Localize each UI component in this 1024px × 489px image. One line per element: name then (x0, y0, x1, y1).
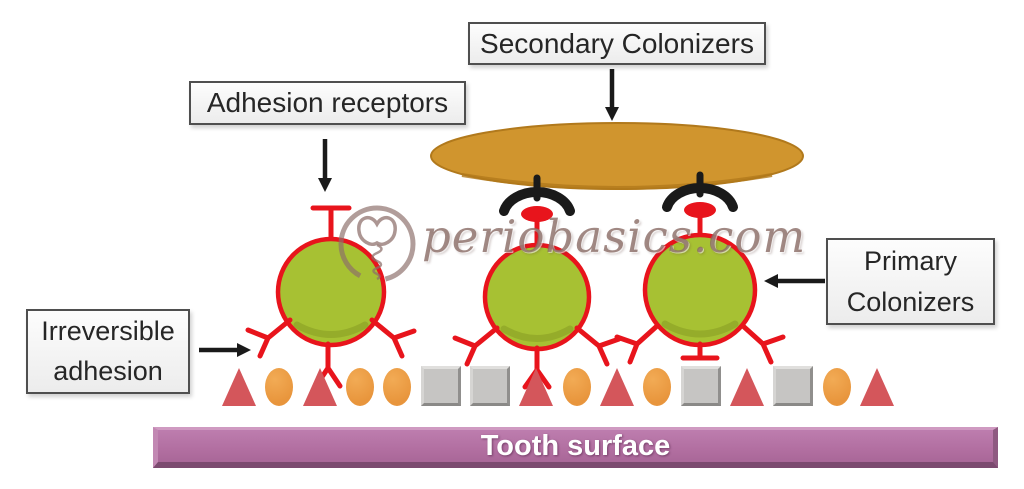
orange-ellipse (345, 368, 374, 406)
red-triangle (222, 368, 256, 406)
red-triangle (519, 368, 554, 406)
label-primary-colonizers: Primary Colonizers (826, 238, 995, 325)
coaggregation-receptor-1 (499, 174, 575, 250)
arrow-secondary-colonizers (605, 69, 619, 121)
label-adhesion-receptors: Adhesion receptors (189, 81, 466, 125)
label-secondary-colonizers: Secondary Colonizers (468, 22, 766, 65)
red-triangle (859, 368, 894, 406)
orange-ellipse (562, 368, 591, 406)
primary-colonizer-2 (452, 242, 622, 390)
red-triangle (729, 368, 764, 406)
orange-ellipse (383, 368, 412, 406)
primary-colonizer-3 (614, 232, 786, 365)
arrow-primary-colonizers (764, 274, 825, 288)
tooth-surface-label: Tooth surface (480, 429, 671, 462)
red-triangle (302, 368, 337, 406)
arrow-irreversible-adhesion (199, 343, 251, 357)
gray-square (680, 366, 721, 406)
orange-ellipse (822, 368, 851, 406)
primary-colonizer-1 (245, 205, 417, 389)
tooth-surface-bar: Tooth surface (153, 427, 998, 468)
secondary-colonizer-ellipse (430, 122, 804, 190)
orange-ellipse (643, 368, 672, 406)
gray-square (420, 366, 461, 406)
gray-square (469, 366, 510, 406)
gray-square (773, 366, 814, 406)
red-triangle (599, 368, 634, 406)
label-irreversible-adhesion: Irreversible adhesion (26, 309, 190, 394)
orange-ellipse (265, 368, 294, 406)
arrow-adhesion-receptors (318, 139, 332, 192)
substrate-row (222, 365, 894, 406)
